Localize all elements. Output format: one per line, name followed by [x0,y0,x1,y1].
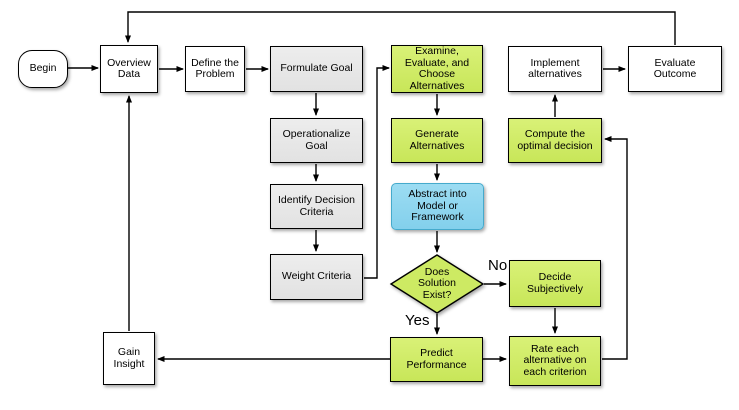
node-operationalize-goal-label: Operationalize Goal [282,128,351,152]
node-compute-optimal-label: Compute the optimal decision [517,128,593,152]
node-compute-optimal: Compute the optimal decision [508,118,602,163]
edge-weight-examine [364,65,390,279]
node-weight-criteria: Weight Criteria [270,254,363,300]
node-implement-alternatives: Implement alternatives [508,46,602,92]
node-examine-choose: Examine, Evaluate, and Choose Alternativ… [391,45,483,93]
node-decide-subjectively-label: Decide Subjectively [526,271,584,295]
node-abstract-model: Abstract into Model or Framework [391,183,484,230]
node-identify-criteria: Identify Decision Criteria [270,184,363,229]
node-formulate-goal: Formulate Goal [270,46,363,92]
node-predict-performance-label: Predict Performance [406,347,467,371]
node-implement-alternatives-label: Implement alternatives [528,56,582,80]
node-weight-criteria-label: Weight Criteria [281,270,352,283]
node-evaluate-outcome-label: Evaluate Outcome [653,56,697,80]
node-begin: Begin [18,50,68,88]
node-gain-insight: Gain Insight [103,332,155,385]
node-formulate-goal-label: Formulate Goal [280,62,353,75]
node-examine-choose-label: Examine, Evaluate, and Choose Alternativ… [404,45,470,92]
node-does-solution-exist: Does Solution Exist? [399,263,475,305]
edge-evaluate-overview-feedback [125,11,676,45]
node-generate-alternatives: Generate Alternatives [391,118,483,163]
node-gain-insight-label: Gain Insight [113,346,145,370]
node-does-solution-exist-label: Does Solution Exist? [418,265,456,301]
node-does-solution-exist-shape [389,254,485,314]
node-generate-alternatives-label: Generate Alternatives [409,128,465,152]
node-predict-performance: Predict Performance [390,337,483,382]
node-rate-each: Rate each alternative on each criterion [509,336,601,386]
edge-label-yes: Yes [405,312,430,329]
node-evaluate-outcome: Evaluate Outcome [628,46,722,92]
node-begin-label: Begin [29,62,57,75]
edge-rate-compute [602,136,628,360]
node-overview-data-label: Overview Data [107,56,151,80]
node-rate-each-label: Rate each alternative on each criterion [523,342,587,378]
node-overview-data: Overview Data [100,45,158,93]
node-decide-subjectively: Decide Subjectively [509,260,601,307]
edge-label-no: No [488,257,508,274]
node-define-problem: Define the Problem [185,46,245,92]
node-operationalize-goal: Operationalize Goal [270,118,363,163]
node-define-problem-label: Define the Problem [191,56,239,80]
node-identify-criteria-label: Identify Decision Criteria [277,194,356,218]
node-abstract-model-label: Abstract into Model or Framework [408,188,467,224]
